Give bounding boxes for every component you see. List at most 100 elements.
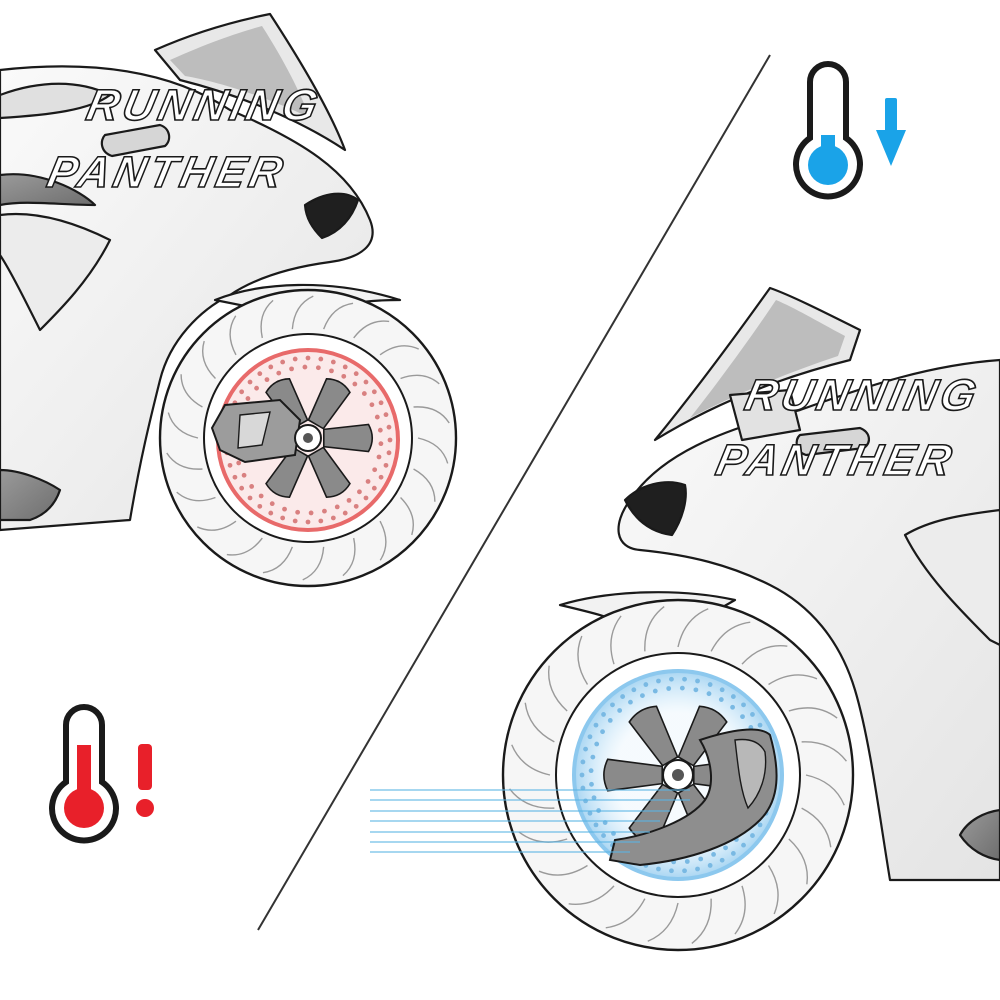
rotor-hole	[588, 768, 594, 774]
rotor-hole	[369, 402, 375, 408]
triple-clamp-right	[728, 388, 802, 442]
rotor-hole	[719, 687, 725, 693]
tread-groove	[568, 885, 615, 906]
rotor-hole	[318, 518, 324, 524]
watermark-line1-left: RUNNING	[82, 81, 326, 129]
rotor-hole	[352, 381, 358, 387]
tread-groove	[647, 902, 679, 942]
rotor-hole	[329, 368, 334, 374]
tread-groove	[176, 491, 216, 502]
rotor-hole	[600, 729, 605, 735]
rotor-hole	[695, 678, 700, 684]
rotor-hole	[295, 509, 301, 515]
rotor-hole	[601, 833, 606, 838]
rotor-hole	[383, 412, 389, 418]
rotor-hole	[730, 694, 736, 699]
rotor-hole	[361, 391, 367, 396]
rotor-hole	[241, 472, 247, 478]
watermark-line2-left: PANTHER	[43, 148, 291, 196]
rotor-hole	[679, 685, 685, 691]
rotor-hole	[247, 495, 253, 501]
rotor-hole	[245, 396, 251, 401]
rotor-hole	[386, 450, 392, 456]
tread-groove	[262, 546, 293, 574]
rotor-hole	[363, 379, 369, 385]
rotor-hole	[372, 467, 378, 473]
thermometer-hot-icon	[49, 704, 119, 844]
rotor-hole	[308, 510, 314, 516]
rotor-hole	[280, 359, 286, 365]
rotor-hole	[593, 722, 599, 728]
rotor-hole	[741, 842, 746, 848]
rotor-hole	[610, 702, 615, 708]
tread-groove	[538, 864, 588, 876]
rotor-hole	[757, 722, 763, 728]
rotor-hole	[684, 859, 690, 864]
rotor-hole	[601, 712, 606, 717]
rotor-hole	[239, 389, 245, 395]
rotor-hole	[227, 462, 233, 468]
rotor-hole	[656, 678, 661, 684]
tread-groove	[323, 302, 354, 330]
watermark-right: RUNNING PANTHER	[711, 371, 985, 486]
rotor-hole	[587, 734, 593, 740]
rotor-hole	[583, 746, 588, 752]
tread-groove	[610, 615, 622, 665]
rotor-hole	[378, 441, 384, 447]
carrier-spoke	[265, 446, 309, 498]
mirror-left	[0, 82, 112, 120]
rotor-hole	[377, 427, 383, 433]
rotor-hole	[268, 510, 274, 516]
rotor-hole	[330, 359, 336, 365]
carrier-spoke	[322, 423, 374, 453]
tread-groove	[788, 838, 809, 885]
rotor-hole	[589, 781, 594, 787]
tread-groove	[788, 707, 838, 719]
tread-groove	[201, 340, 216, 380]
rotor-hole	[371, 389, 377, 395]
exclamation-icon	[136, 744, 154, 817]
watermark-left: RUNNING PANTHER	[42, 81, 326, 198]
tread-groove	[677, 608, 709, 648]
rotor-hole	[750, 712, 755, 717]
rotor-hole	[719, 857, 725, 863]
lower-vent-left	[0, 468, 62, 522]
tread-pattern-left	[166, 295, 450, 581]
tread-groove	[734, 885, 746, 935]
rotor-hole	[631, 687, 637, 693]
rotor-hole	[280, 515, 286, 521]
tread-groove	[511, 744, 551, 776]
rotor-hole	[628, 699, 633, 705]
rotor-hole	[682, 868, 687, 874]
tread-groove	[229, 315, 237, 356]
carrier-spoke	[677, 705, 728, 767]
rotor-hole	[741, 702, 746, 708]
rotor-hole	[711, 851, 716, 857]
rotor-hole	[607, 718, 613, 723]
tread-groove	[260, 299, 274, 339]
rotor-hole	[322, 508, 327, 514]
tread-groove	[180, 374, 203, 408]
handlebar-right	[795, 426, 870, 457]
rotor-hole	[264, 377, 270, 383]
rotor-hole	[357, 489, 362, 495]
tread-groove	[400, 374, 440, 385]
rotor-hole	[580, 759, 586, 765]
carrier-spoke	[307, 446, 351, 498]
tread-groove	[767, 865, 779, 915]
rotor-hole	[583, 798, 588, 804]
tread-groove	[353, 320, 390, 339]
tread-groove	[768, 674, 818, 686]
rotor-hole	[341, 373, 347, 379]
rotor-hole	[580, 785, 586, 791]
diagonal-divider	[257, 54, 771, 931]
handlebar-left	[100, 123, 171, 158]
rotor-hole	[247, 379, 253, 385]
rotor-hole	[315, 365, 321, 371]
rotor-hole	[594, 741, 600, 747]
rotor-hole	[669, 868, 674, 874]
tread-groove	[644, 606, 665, 652]
rotor-hole	[730, 851, 736, 856]
side-panel-vent-left	[0, 213, 112, 332]
